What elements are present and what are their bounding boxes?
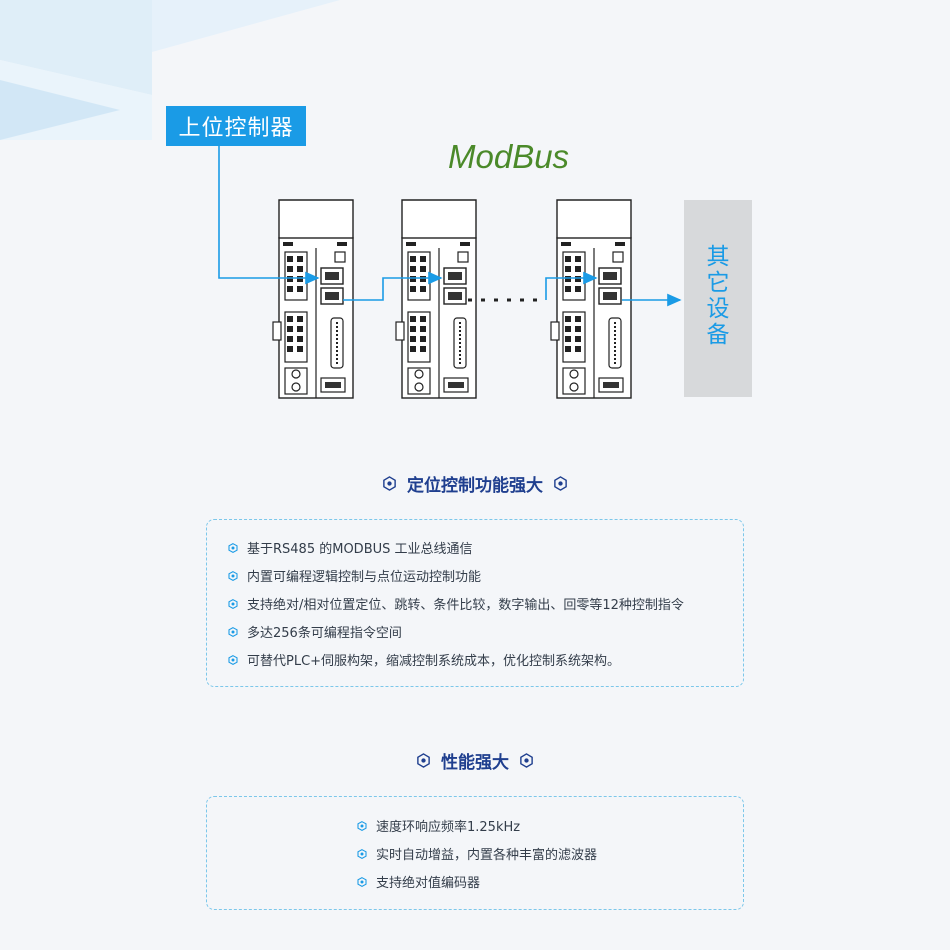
feature-item: 基于RS485 的MODBUS 工业总线通信 bbox=[228, 538, 473, 557]
servo-drive-1 bbox=[272, 199, 354, 399]
section-title-performance: 性能强大 bbox=[0, 748, 950, 773]
hexagon-bullet-icon bbox=[228, 570, 238, 581]
positioning-feature-panel bbox=[206, 519, 744, 687]
feature-item: 速度环响应频率1.25kHz bbox=[357, 816, 520, 835]
hexagon-icon bbox=[554, 476, 567, 491]
other-device-label: 其 它 设 备 bbox=[706, 244, 730, 348]
hexagon-icon bbox=[520, 753, 533, 768]
hexagon-bullet-icon bbox=[228, 626, 238, 637]
performance-feature-panel bbox=[206, 796, 744, 910]
hexagon-bullet-icon bbox=[228, 598, 238, 609]
hexagon-bullet-icon bbox=[228, 542, 238, 553]
other-device-box: 其 它 设 备 bbox=[684, 200, 752, 397]
hexagon-bullet-icon bbox=[228, 654, 238, 665]
modbus-label: ModBus bbox=[448, 138, 570, 175]
servo-drive-2 bbox=[395, 199, 477, 399]
feature-item: 实时自动增益，内置各种丰富的滤波器 bbox=[357, 844, 597, 863]
feature-item: 内置可编程逻辑控制与点位运动控制功能 bbox=[228, 566, 481, 585]
hexagon-bullet-icon bbox=[357, 820, 367, 831]
network-diagram bbox=[218, 146, 682, 399]
section-title-positioning: 定位控制功能强大 bbox=[0, 471, 950, 496]
feature-item: 多达256条可编程指令空间 bbox=[228, 622, 402, 641]
corner-decoration bbox=[0, 0, 340, 140]
hexagon-bullet-icon bbox=[357, 876, 367, 887]
host-controller-label: 上位控制器 bbox=[178, 116, 294, 141]
hexagon-bullet-icon bbox=[357, 848, 367, 859]
hexagon-icon bbox=[383, 476, 396, 491]
servo-drive-3 bbox=[550, 199, 632, 399]
feature-item: 可替代PLC+伺服构架，缩减控制系统成本，优化控制系统架构。 bbox=[228, 650, 620, 669]
feature-item: 支持绝对值编码器 bbox=[357, 872, 480, 891]
hexagon-icon bbox=[417, 753, 430, 768]
feature-item: 支持绝对/相对位置定位、跳转、条件比较，数字输出、回零等12种控制指令 bbox=[228, 594, 684, 613]
host-controller-box: 上位控制器 bbox=[166, 106, 306, 146]
